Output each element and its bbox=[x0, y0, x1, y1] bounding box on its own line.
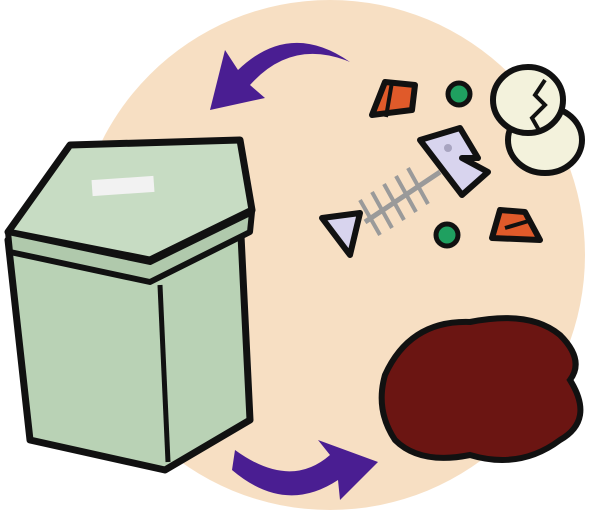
eggshell bbox=[490, 64, 585, 176]
trash-bin bbox=[4, 136, 256, 474]
carrot-piece bbox=[489, 207, 543, 243]
pea bbox=[433, 221, 461, 249]
bin-label bbox=[91, 175, 155, 197]
pea bbox=[445, 80, 473, 108]
carrot-piece bbox=[369, 79, 418, 118]
fish-skeleton bbox=[319, 125, 491, 258]
arrow-top-icon bbox=[210, 42, 350, 110]
arrow-bottom-icon bbox=[232, 440, 378, 500]
compost-pile bbox=[378, 315, 584, 463]
